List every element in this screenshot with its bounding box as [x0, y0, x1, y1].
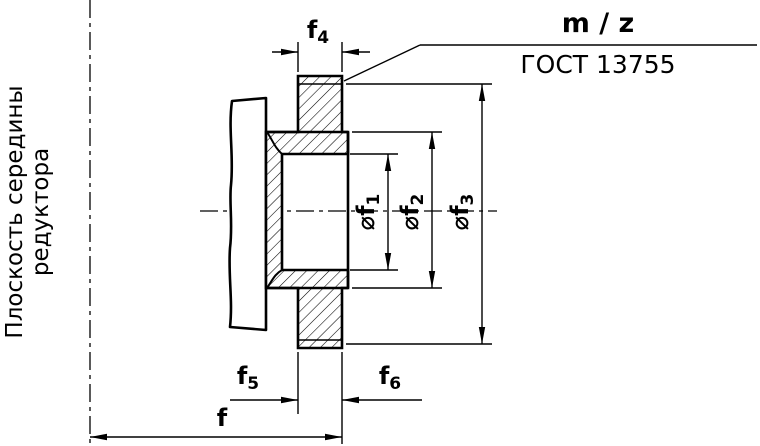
- standard-label: ГОСТ 13755: [520, 50, 675, 79]
- module-label: m / z: [562, 8, 635, 39]
- dim-f-total: f: [90, 404, 342, 441]
- gear-section-view: [228, 74, 350, 350]
- dim-f6: f6: [341, 352, 422, 444]
- dim-label-f6: f6: [379, 362, 401, 394]
- shaft-hub-section: [228, 96, 268, 332]
- arrow-left-icon: [342, 48, 359, 56]
- centerlines: [89, 0, 497, 446]
- dim-d2: ⌀f2: [352, 131, 442, 289]
- plane-label-line2: редуктора: [28, 148, 54, 276]
- arrow-right-icon: [281, 48, 298, 56]
- plane-label-line1: Плоскость середины: [2, 85, 28, 338]
- dim-label-f5: f5: [237, 362, 259, 394]
- dim-label-d3: ⌀f3: [446, 194, 478, 231]
- dim-label-d2: ⌀f2: [396, 194, 428, 231]
- dim-label-f: f: [217, 404, 228, 432]
- arrow-down-icon: [384, 253, 392, 270]
- arrow-up-icon: [384, 154, 392, 171]
- midplane-caption: Плоскость середины редуктора: [2, 85, 54, 338]
- dim-label-f4: f4: [307, 16, 329, 48]
- arrow-up-icon: [478, 84, 486, 101]
- dim-f5: f5: [230, 352, 299, 414]
- arrow-up-icon: [428, 132, 436, 149]
- gear-body-section: [264, 74, 350, 350]
- arrow-down-icon: [478, 327, 486, 344]
- fillet-top: [266, 131, 283, 155]
- module-leader: m / z ГОСТ 13755: [343, 8, 757, 82]
- dim-d1: ⌀f1: [350, 153, 398, 271]
- arrow-right-icon: [325, 433, 342, 441]
- dim-f4: f4: [272, 16, 370, 72]
- dim-label-d1: ⌀f1: [352, 194, 384, 231]
- fillet-bottom: [266, 269, 283, 289]
- arrow-right-icon: [281, 396, 298, 404]
- arrow-left-icon: [90, 433, 107, 441]
- arrow-left-icon: [342, 396, 359, 404]
- arrow-down-icon: [428, 271, 436, 288]
- dim-d3: ⌀f3: [346, 83, 492, 345]
